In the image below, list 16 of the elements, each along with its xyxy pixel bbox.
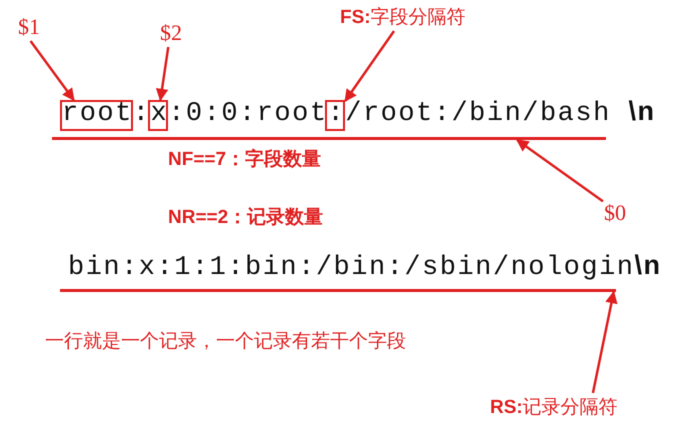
callout-text: FS:字段分隔符 xyxy=(340,4,466,30)
note-text: NF==7：字段数量 xyxy=(168,148,322,172)
arrow xyxy=(30,40,75,101)
arrow xyxy=(156,46,170,102)
callout-text: RS:记录分隔符 xyxy=(490,394,618,420)
arrow xyxy=(592,290,618,394)
arrow xyxy=(344,30,396,102)
underline xyxy=(60,289,616,292)
code-line: bin:x:1:1:bin:/bin:/sbin/nologin\n xyxy=(68,250,662,283)
note-text: 一行就是一个记录，一个记录有若干个字段 xyxy=(45,330,406,354)
arrow xyxy=(516,138,604,202)
record-marker: $0 xyxy=(604,200,626,226)
underline xyxy=(52,137,606,140)
field-marker: $2 xyxy=(160,20,182,46)
note-text: NR==2：记录数量 xyxy=(168,206,324,230)
field-marker: $1 xyxy=(18,14,40,40)
